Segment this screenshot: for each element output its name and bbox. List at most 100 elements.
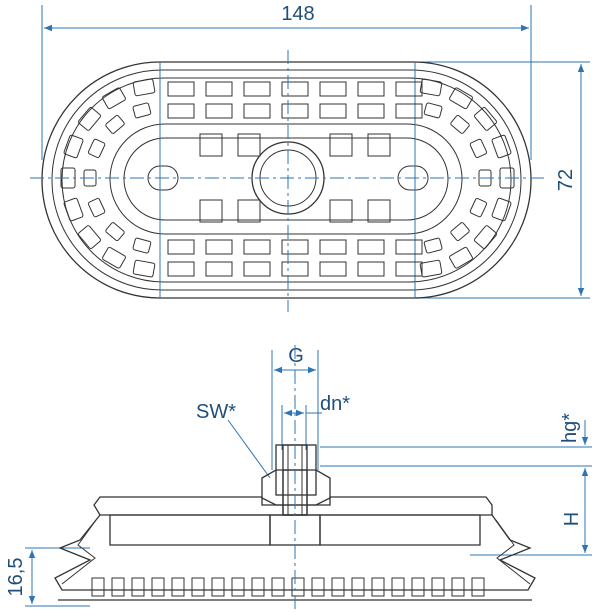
rib: [311, 577, 325, 597]
radial-cell: [105, 222, 125, 242]
inner-cell: [329, 133, 353, 157]
radial-cell: [419, 78, 443, 97]
grid-cell: [357, 239, 385, 255]
radial-cell: [469, 138, 488, 159]
rib: [371, 577, 385, 597]
radial-cell: [474, 225, 497, 249]
rib: [111, 577, 125, 597]
rib: [451, 577, 465, 597]
wrench-size-label: SW*: [196, 401, 236, 423]
radial-cell: [450, 222, 470, 242]
radial-cell: [63, 134, 84, 159]
radial-cell: [491, 134, 512, 159]
radial-cell: [63, 197, 84, 222]
lip-height-label: 16,5: [5, 558, 27, 597]
radial-cell: [423, 237, 443, 254]
hex-nut: [261, 469, 331, 506]
grid-cell: [357, 261, 385, 277]
radial-cell: [102, 246, 126, 269]
rib: [191, 577, 205, 597]
wrench-size-leader: [227, 419, 271, 479]
outer-contour: [41, 61, 532, 299]
radial-cell: [419, 259, 443, 278]
grid-cell: [319, 81, 347, 97]
grid-cell: [205, 261, 233, 277]
grid-cell: [357, 103, 385, 119]
rib: [151, 577, 165, 597]
grid-cell: [395, 103, 423, 119]
radial-cell: [78, 107, 101, 131]
radial-cell: [474, 107, 497, 131]
grid-cell: [281, 103, 309, 119]
radial-cell: [78, 225, 101, 249]
rib: [291, 577, 305, 597]
inner-cell: [199, 199, 223, 223]
grid-cell: [167, 239, 195, 255]
rib: [431, 577, 445, 597]
length-label: 148: [281, 3, 314, 25]
rib: [351, 577, 365, 597]
rib: [171, 577, 185, 597]
grid-cell: [243, 261, 271, 277]
radial-cell: [105, 114, 125, 134]
grid-cell: [357, 81, 385, 97]
radial-cell: [469, 197, 488, 218]
grid-cell: [395, 239, 423, 255]
grid-cell: [319, 261, 347, 277]
radial-cells: [60, 78, 515, 278]
rib: [271, 577, 285, 597]
side-view: G dn* SW* hg* H 16,5: [5, 345, 592, 612]
grid-cell: [205, 239, 233, 255]
radial-cell: [87, 138, 106, 159]
grid-cell: [319, 103, 347, 119]
rib: [331, 577, 345, 597]
cup-plate: [93, 496, 493, 516]
radial-cell: [87, 197, 106, 218]
grid-cell: [167, 103, 195, 119]
grid-cell: [205, 81, 233, 97]
inner-cell: [199, 133, 223, 157]
inner-cell: [237, 199, 261, 223]
grid-cell: [243, 81, 271, 97]
rib: [211, 577, 225, 597]
bottom-ribs: [91, 577, 485, 597]
inner-cell: [367, 199, 391, 223]
thread-height-label: hg*: [559, 413, 581, 443]
grid-cell: [395, 81, 423, 97]
inner-cell: [367, 133, 391, 157]
grid-cell: [281, 239, 309, 255]
radial-cell: [102, 87, 126, 110]
rib: [251, 577, 265, 597]
rib: [91, 577, 105, 597]
radial-cell: [449, 246, 473, 269]
radial-cell: [423, 102, 443, 119]
radial-cell: [132, 78, 156, 97]
grid-cell: [281, 81, 309, 97]
rib: [391, 577, 405, 597]
radial-cell: [450, 114, 470, 134]
grid-cell: [243, 103, 271, 119]
radial-cell: [132, 102, 152, 119]
inner-cell: [237, 133, 261, 157]
grid-cell: [281, 261, 309, 277]
grid-cell: [319, 239, 347, 255]
thread-label: G: [288, 345, 304, 367]
rib: [471, 577, 485, 597]
grid-cell: [167, 261, 195, 277]
radial-cell: [132, 259, 156, 278]
rib: [131, 577, 145, 597]
grid-cell: [167, 81, 195, 97]
nominal-diameter-label: dn*: [320, 393, 350, 415]
radial-cell: [132, 237, 152, 254]
height-label: H: [561, 512, 583, 526]
cell-grid: [167, 81, 423, 277]
top-view: 148 72: [30, 3, 590, 312]
grid-cell: [243, 239, 271, 255]
rib: [231, 577, 245, 597]
rib: [411, 577, 425, 597]
grid-cell: [205, 103, 233, 119]
inner-cell: [329, 199, 353, 223]
radial-cell: [491, 197, 512, 222]
width-label: 72: [555, 169, 577, 191]
